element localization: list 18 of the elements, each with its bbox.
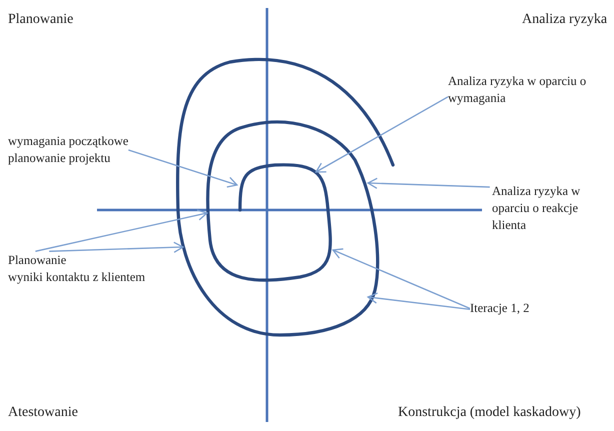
leader-line: [332, 248, 470, 310]
annotation-text: wyniki kontaktu z klientem: [8, 269, 146, 286]
annotation-text: Iteracje 1, 2: [470, 300, 530, 317]
leader-line: [367, 292, 470, 310]
quadrant-label: Atestowanie: [8, 405, 78, 421]
annotation-text: Analiza ryzyka w oparciu o reakcje klienta: [492, 183, 582, 234]
leader-line: [49, 242, 184, 253]
annotation-text: wymagania początkowe: [8, 133, 128, 150]
quadrant-label: Analiza ryzyka: [522, 12, 608, 28]
annotation-text: planowanie projektu: [8, 150, 112, 167]
annotation-text: Analiza ryzyka w oparciu o wymagania: [448, 73, 588, 107]
annotation-text: Planowanie: [8, 252, 68, 269]
quadrant-label: Konstrukcja (model kaskadowy): [398, 405, 581, 421]
leader-line: [367, 178, 490, 189]
leader-line: [128, 149, 238, 188]
leader-line: [35, 209, 208, 252]
quadrant-label: Planowanie: [8, 12, 74, 28]
leader-line: [315, 96, 448, 173]
